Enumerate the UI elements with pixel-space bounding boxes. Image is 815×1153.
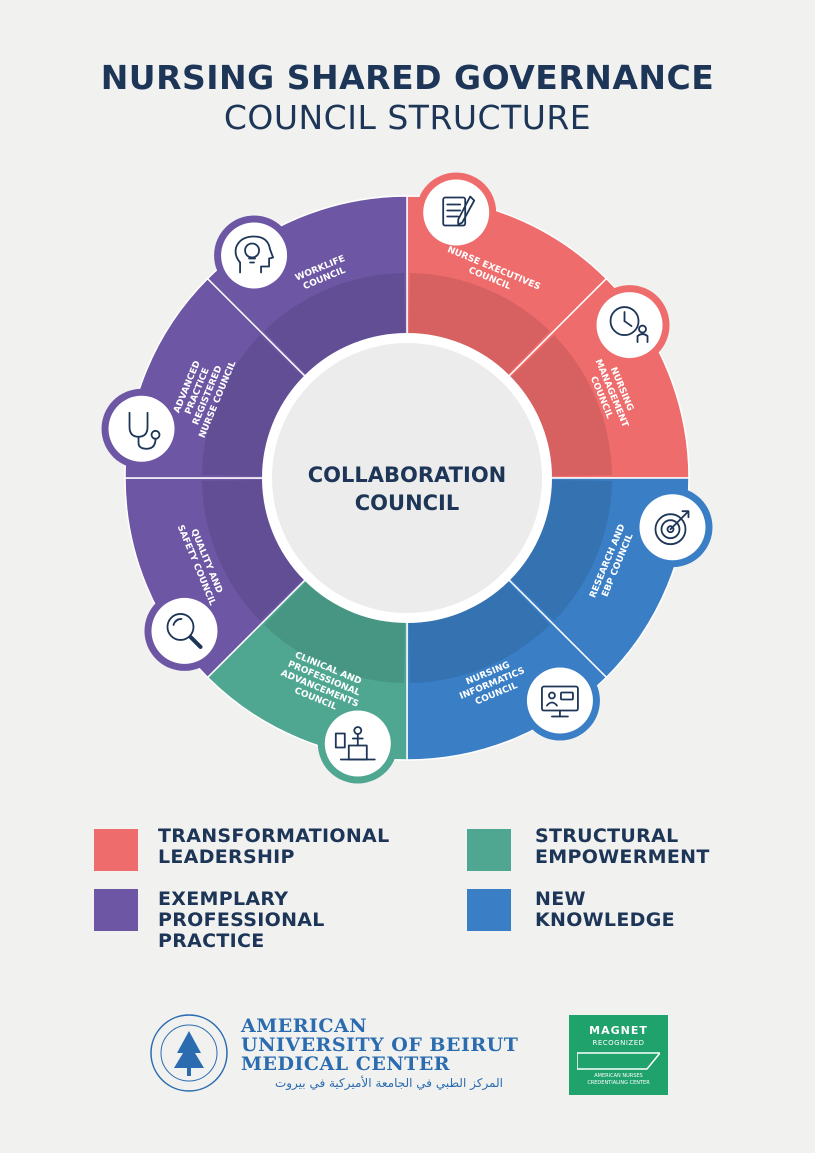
legend-swatch-transformational bbox=[94, 829, 138, 871]
head-bulb-icon bbox=[214, 215, 295, 296]
segment-inner-advanced-practice bbox=[202, 335, 307, 477]
aub-logo-line3: MEDICAL CENTER bbox=[241, 1053, 451, 1075]
magnifier-icon bbox=[144, 590, 225, 671]
segment-inner-nursing-informatics bbox=[408, 578, 550, 683]
magnet-title: MAGNET bbox=[589, 1024, 648, 1037]
segment-inner-quality-safety bbox=[202, 479, 307, 621]
legend-swatch-exemplary bbox=[94, 889, 138, 931]
center-label-line1: COLLABORATION bbox=[308, 463, 507, 487]
segment-inner-nursing-management bbox=[507, 335, 612, 477]
legend-line: NEW bbox=[535, 888, 586, 910]
magnet-ribbon-shape bbox=[577, 1052, 660, 1070]
aub-logo-line1: AMERICAN bbox=[241, 1015, 368, 1037]
aub-logo-arabic: المركز الطبي في الجامعة الأميركية في بير… bbox=[274, 1076, 503, 1090]
stethoscope-icon bbox=[101, 388, 182, 469]
magnet-recognized-badge: MAGNET RECOGNIZED AMERICAN NURSES CREDEN… bbox=[569, 1015, 668, 1095]
legend-label-new-knowledge: NEW KNOWLEDGE bbox=[535, 889, 675, 931]
legend-line: KNOWLEDGE bbox=[535, 909, 675, 931]
segment-inner-clinical-professional bbox=[264, 578, 406, 683]
target-arrow-icon bbox=[632, 487, 713, 568]
legend-line: EMPOWERMENT bbox=[535, 846, 710, 868]
aub-logo-line2: UNIVERSITY OF BEIRUT bbox=[241, 1034, 519, 1056]
legend-swatch-structural bbox=[467, 829, 511, 871]
segment-inner-nurse-executives bbox=[408, 273, 550, 378]
legend-line: TRANSFORMATIONAL bbox=[158, 825, 390, 847]
legend-line: EXEMPLARY bbox=[158, 888, 289, 910]
magnet-issuer-line2: CREDENTIALING CENTER bbox=[587, 1080, 650, 1086]
magnet-issuer-line1: AMERICAN NURSES bbox=[594, 1073, 643, 1079]
legend-line: STRUCTURAL bbox=[535, 825, 679, 847]
document-pen-icon bbox=[416, 172, 497, 253]
legend-line: PRACTICE bbox=[158, 930, 265, 952]
council-wheel-diagram: NURSE EXECUTIVESCOUNCILNURSINGMANAGEMENT… bbox=[101, 172, 713, 784]
page-subtitle: COUNCIL STRUCTURE bbox=[223, 98, 592, 137]
center-circle bbox=[262, 333, 552, 623]
center-label-line2: COUNCIL bbox=[355, 491, 460, 515]
legend-label-exemplary: EXEMPLARY PROFESSIONAL PRACTICE bbox=[158, 889, 325, 952]
legend-line: LEADERSHIP bbox=[158, 846, 295, 868]
segment-inner-research-ebp bbox=[507, 479, 612, 621]
page-title: NURSING SHARED GOVERNANCE bbox=[100, 58, 715, 97]
legend-label-transformational: TRANSFORMATIONAL LEADERSHIP bbox=[158, 826, 389, 868]
legend-label-structural: STRUCTURAL EMPOWERMENT bbox=[535, 826, 710, 868]
aub-seal-logo bbox=[150, 1014, 228, 1092]
magnet-issuer: AMERICAN NURSES CREDENTIALING CENTER bbox=[569, 1073, 668, 1087]
computer-screen-icon bbox=[519, 660, 600, 741]
legend-swatch-new-knowledge bbox=[467, 889, 511, 931]
segment-inner-worklife bbox=[264, 273, 406, 378]
podium-speaker-icon bbox=[317, 703, 398, 784]
magnet-recognized: RECOGNIZED bbox=[592, 1039, 645, 1047]
clock-presenter-icon bbox=[589, 285, 670, 366]
council-label-clinical-professional: CLINICAL ANDPROFESSIONALADVANCEMENTSCOUN… bbox=[279, 651, 363, 713]
legend-line: PROFESSIONAL bbox=[158, 909, 325, 931]
